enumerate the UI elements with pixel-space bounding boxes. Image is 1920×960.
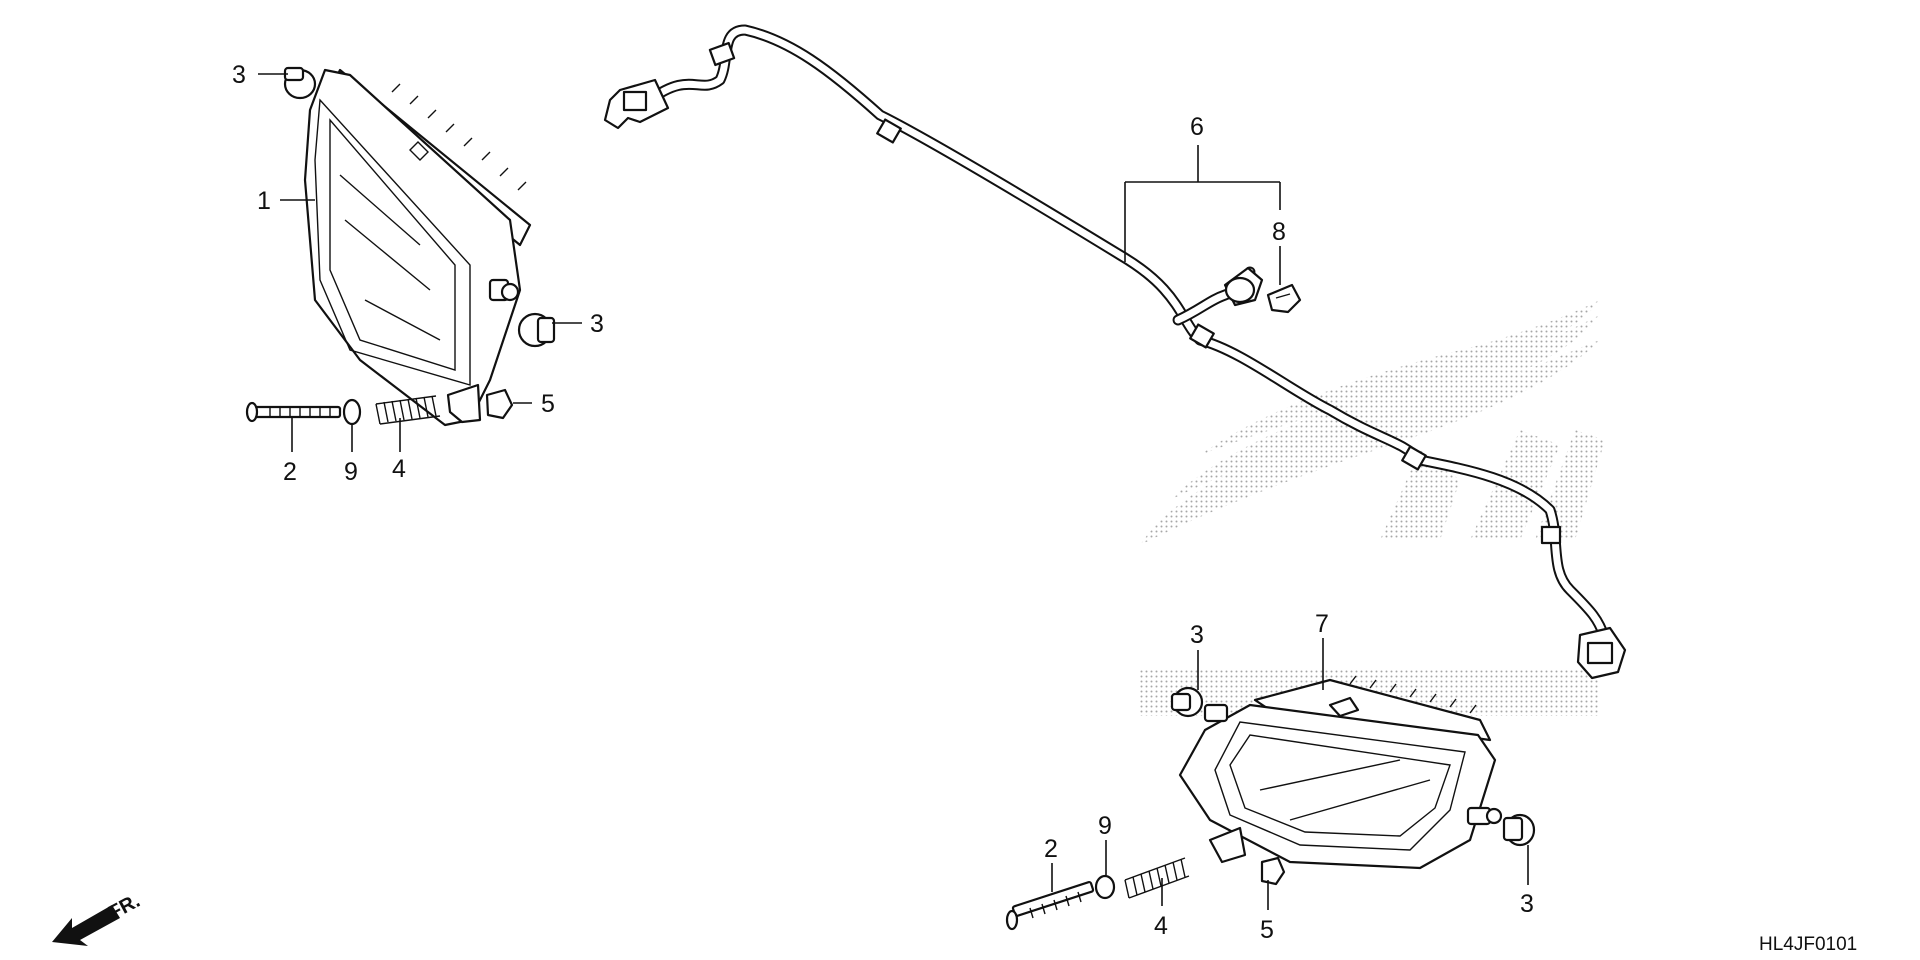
harness-clip <box>876 118 902 144</box>
left-spring <box>375 395 441 425</box>
callout-3-left-top: 3 <box>232 61 246 89</box>
left-grommet-mid <box>517 312 556 348</box>
callout-2-right: 2 <box>1044 835 1058 863</box>
harness-clip <box>708 41 736 67</box>
right-adjust-screw <box>1005 880 1095 931</box>
right-spring <box>1124 857 1190 899</box>
callout-5-left: 5 <box>541 390 555 418</box>
harness-connector-right <box>1576 626 1627 680</box>
right-grommet-top <box>1170 686 1204 718</box>
leader-lines <box>258 73 1529 910</box>
harness-clip <box>1189 323 1215 349</box>
left-grommet-top <box>283 66 317 100</box>
left-clip-nut <box>485 388 514 420</box>
harness-connector-left <box>603 78 670 130</box>
callout-3-right-top: 3 <box>1190 621 1204 649</box>
left-washer <box>342 398 362 426</box>
left-mounting-tab <box>446 383 482 424</box>
left-headlight-unit <box>303 68 532 427</box>
callout-6: 6 <box>1190 113 1204 141</box>
right-mounting-tab <box>1208 826 1247 864</box>
callout-4-right: 4 <box>1154 912 1168 940</box>
right-clip-nut <box>1260 856 1286 886</box>
callout-9-right: 9 <box>1098 812 1112 840</box>
right-washer <box>1094 874 1116 900</box>
callout-7: 7 <box>1315 610 1329 638</box>
left-adjust-screw <box>245 401 342 423</box>
callout-4-left: 4 <box>392 455 406 483</box>
harness-connector-mid <box>1223 266 1264 307</box>
front-direction-indicator: FR. <box>52 890 144 946</box>
harness-clamp-part-8 <box>1266 283 1302 314</box>
callout-8: 8 <box>1272 218 1286 246</box>
callout-5-right: 5 <box>1260 916 1274 944</box>
brand-watermark <box>1140 300 1605 716</box>
front-arrow-icon <box>52 905 120 946</box>
callout-labels: 3 1 3 5 2 9 4 6 8 7 3 2 9 4 5 3 <box>232 61 1534 944</box>
callout-3-left-mid: 3 <box>590 310 604 338</box>
wire-harness <box>603 24 1627 680</box>
right-adjuster-stud <box>1466 806 1503 826</box>
right-grommet-bottom <box>1502 813 1536 847</box>
callout-1: 1 <box>257 187 271 215</box>
callout-2-left: 2 <box>283 458 297 486</box>
callout-3-right-bottom: 3 <box>1520 890 1534 918</box>
harness-clip <box>1401 445 1427 471</box>
left-adjuster-stud <box>488 278 520 302</box>
diagram-code: HL4JF0101 <box>1759 934 1857 955</box>
right-headlight-unit <box>1178 675 1503 870</box>
harness-clip <box>1540 525 1562 545</box>
callout-9-left: 9 <box>344 458 358 486</box>
